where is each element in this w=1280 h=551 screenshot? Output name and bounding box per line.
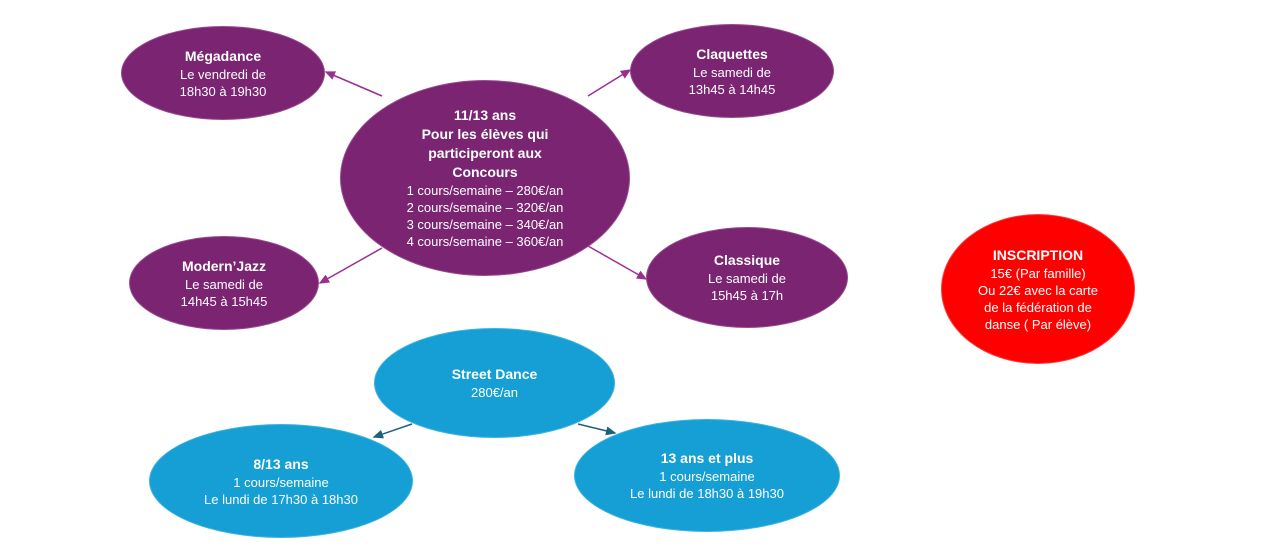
claquettes-time: 13h45 à 14h45 — [688, 81, 776, 97]
center-title-line-3: participeront aux — [428, 145, 542, 161]
arrow-to-age813 — [372, 423, 413, 439]
center-title-line-1: 11/13 ans — [453, 107, 517, 123]
arrow-to-modernjazz — [318, 247, 383, 284]
inscription-title: INSCRIPTION — [992, 246, 1084, 263]
modernjazz-title: Modern’Jazz — [181, 257, 266, 274]
inscription-line-1: 15€ (Par famille) — [990, 265, 1086, 281]
classique-time: 15h45 à 17h — [710, 288, 784, 303]
inscription-line-2: Ou 22€ avec la carte — [978, 282, 1098, 298]
megadance-title: Mégadance — [184, 47, 262, 64]
claquettes-day: Le samedi de — [692, 64, 772, 80]
age-13-plus-schedule: Le lundi de 18h30 à 19h30 — [630, 486, 784, 501]
street-dance-bubble: Street Dance 280€/an — [374, 328, 615, 438]
classique-bubble: Classique Le samedi de 15h45 à 17h — [646, 227, 848, 328]
inscription-line-3: de la fédération de — [984, 299, 1092, 315]
street-dance-price: 280€/an — [471, 385, 518, 400]
age-8-13-title: 8/13 ans — [253, 455, 309, 472]
age-8-13-schedule: Le lundi de 17h30 à 18h30 — [204, 491, 358, 507]
age-13-plus-bubble: 13 ans et plus 1 cours/semaine Le lundi … — [574, 419, 840, 532]
center-price-2: 2 cours/semaine – 320€/an — [406, 200, 564, 215]
age-13-plus-frequency: 1 cours/semaine — [659, 469, 755, 484]
modernjazz-day: Le samedi de — [184, 276, 264, 292]
claquettes-bubble: Claquettes Le samedi de 13h45 à 14h45 — [630, 24, 834, 118]
arrow-to-classique — [587, 245, 648, 280]
megadance-bubble: Mégadance Le vendredi de 18h30 à 19h30 — [121, 26, 325, 120]
arrow-to-age13plus — [577, 423, 617, 436]
inscription-bubble: INSCRIPTION 15€ (Par famille) Ou 22€ ave… — [941, 214, 1135, 364]
age-8-13-bubble: 8/13 ans 1 cours/semaine Le lundi de 17h… — [149, 424, 413, 538]
age-13-plus-title: 13 ans et plus — [660, 450, 754, 466]
center-price-1: 1 cours/semaine – 280€/an — [406, 183, 564, 198]
street-dance-title: Street Dance — [451, 366, 538, 382]
center-price-3: 3 cours/semaine – 340€/an — [406, 217, 564, 232]
megadance-time: 18h30 à 19h30 — [179, 83, 267, 99]
concours-center-bubble: 11/13 ans Pour les élèves qui participer… — [340, 80, 630, 276]
classique-day: Le samedi de — [707, 271, 787, 286]
arrow-to-claquettes — [587, 69, 632, 97]
claquettes-title: Claquettes — [696, 45, 768, 62]
megadance-day: Le vendredi de — [179, 66, 266, 82]
classique-title: Classique — [713, 252, 781, 268]
arrow-to-megadance — [324, 71, 383, 97]
inscription-line-4: danse ( Par élève) — [984, 316, 1092, 332]
center-title-line-4: Concours — [452, 164, 518, 180]
modernjazz-bubble: Modern’Jazz Le samedi de 14h45 à 15h45 — [129, 236, 319, 330]
modernjazz-time: 14h45 à 15h45 — [180, 293, 268, 309]
center-title-line-2: Pour les élèves qui — [421, 126, 549, 142]
center-price-4: 4 cours/semaine – 360€/an — [406, 234, 564, 249]
age-8-13-frequency: 1 cours/semaine — [233, 474, 329, 490]
